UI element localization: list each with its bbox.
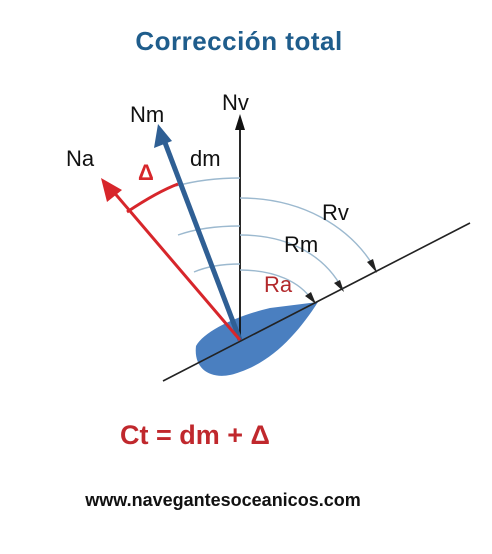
arc-rv bbox=[239, 197, 377, 271]
diagram-title: Corrección total bbox=[135, 26, 343, 56]
arc-inner-na bbox=[177, 225, 241, 236]
label-rm: Rm bbox=[284, 232, 318, 257]
label-ra: Ra bbox=[264, 272, 293, 297]
label-delta: Δ bbox=[138, 160, 154, 185]
arc-rv-arrowhead bbox=[367, 259, 377, 273]
ship-shape bbox=[195, 302, 318, 376]
arc-inner-nm bbox=[193, 263, 241, 273]
magnetic-north-line bbox=[161, 139, 243, 341]
arc-dm bbox=[175, 177, 241, 187]
magnetic-north-arrowhead bbox=[154, 124, 172, 148]
compass-north-arrowhead bbox=[101, 178, 122, 202]
true-north-arrowhead bbox=[235, 114, 245, 130]
website-url: www.navegantesoceanicos.com bbox=[85, 490, 361, 510]
label-na: Na bbox=[66, 146, 95, 171]
heading-line bbox=[162, 222, 471, 382]
compass-north-line bbox=[110, 189, 242, 341]
delta-arc bbox=[126, 182, 179, 214]
label-rv: Rv bbox=[322, 200, 349, 225]
arc-rm bbox=[239, 234, 344, 291]
arc-rm-arrowhead bbox=[334, 280, 344, 292]
label-nm: Nm bbox=[130, 102, 164, 127]
total-correction-formula: Ct = dm + Δ bbox=[120, 420, 270, 450]
arc-ra-arrowhead bbox=[305, 292, 316, 304]
label-nv: Nv bbox=[222, 90, 249, 115]
label-dm: dm bbox=[190, 146, 221, 171]
